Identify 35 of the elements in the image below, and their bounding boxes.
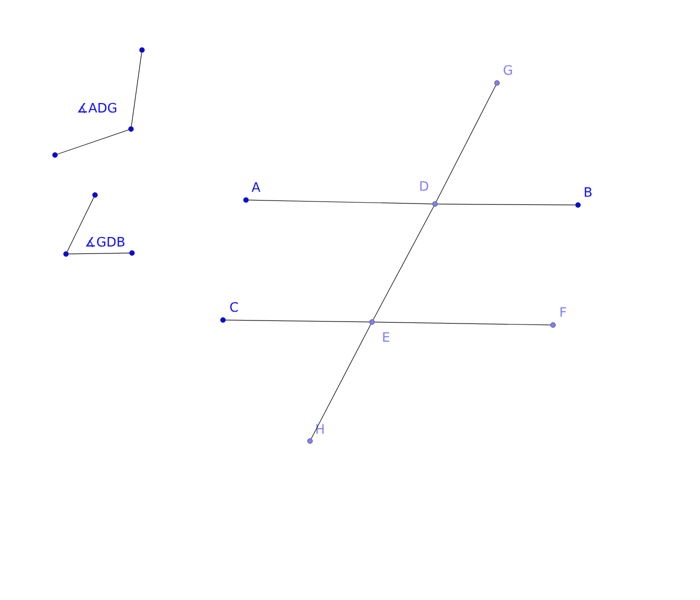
- point: [52, 152, 58, 158]
- line-segment: [310, 324, 372, 439]
- point: F: [550, 307, 566, 328]
- line-segment: [66, 197, 94, 252]
- node-label: D: [420, 181, 428, 191]
- point: H: [307, 424, 324, 444]
- point: E: [369, 319, 390, 342]
- line-segment: [374, 322, 551, 326]
- node-label: F: [560, 307, 566, 317]
- line-segment: [225, 320, 370, 322]
- line-segment: [57, 130, 129, 154]
- point: [92, 192, 98, 198]
- node-label: H: [316, 424, 324, 434]
- point: [128, 126, 134, 132]
- line-segment: [248, 200, 433, 204]
- point: D: [420, 181, 438, 207]
- point: [129, 250, 135, 256]
- angle-label: ∡GDB: [86, 236, 124, 248]
- point: [139, 47, 145, 53]
- line-segment: [68, 252, 130, 254]
- node-label: C: [230, 302, 238, 312]
- line-segment: [437, 204, 576, 206]
- line-segment: [131, 52, 142, 127]
- line-segment: [372, 206, 434, 320]
- point: G: [494, 65, 512, 86]
- node-label: E: [383, 332, 390, 342]
- line-segment: [436, 85, 496, 202]
- point: A: [243, 182, 260, 203]
- point: B: [575, 187, 592, 208]
- node-label: G: [504, 65, 512, 75]
- point: [63, 251, 69, 257]
- node-label: B: [584, 187, 592, 197]
- node-label: A: [252, 182, 260, 192]
- angle-label: ∡ADG: [78, 102, 116, 114]
- point: C: [220, 302, 238, 323]
